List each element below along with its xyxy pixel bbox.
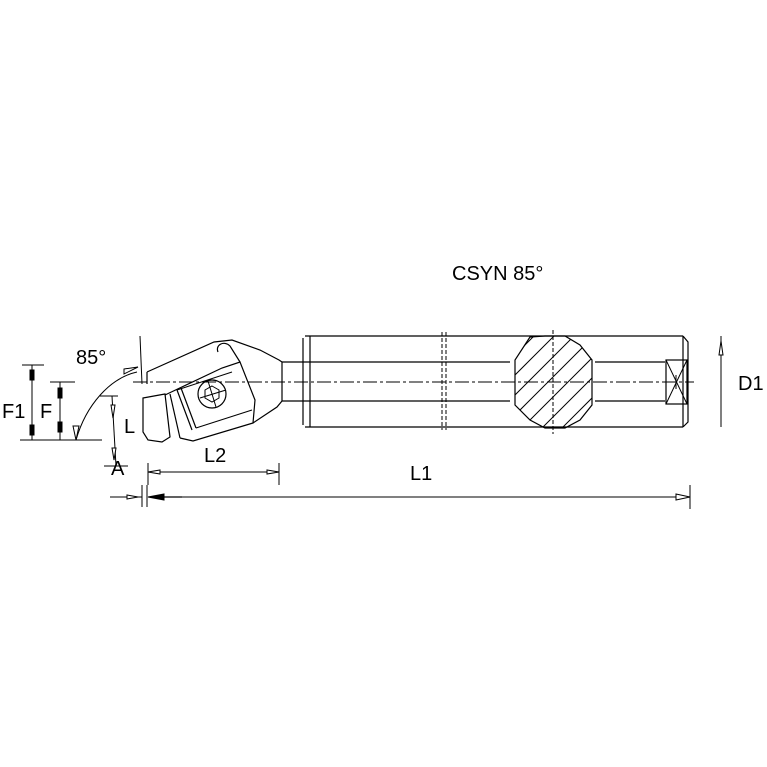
angle-label: 85° bbox=[76, 347, 106, 369]
f1-label: F1 bbox=[2, 401, 25, 423]
l-dimension: L bbox=[100, 395, 135, 467]
l2-label: L2 bbox=[204, 445, 226, 467]
drawing-title: CSYN 85° bbox=[452, 263, 543, 285]
cross-section bbox=[514, 330, 593, 434]
tool-head bbox=[142, 339, 283, 443]
l1-label: L1 bbox=[410, 463, 432, 485]
d1-dimension: D1 bbox=[718, 336, 764, 427]
f1-dimension: F1 bbox=[2, 364, 102, 441]
shank bbox=[281, 332, 689, 430]
angle-dimension: 85° bbox=[72, 335, 143, 441]
d1-label: D1 bbox=[738, 373, 764, 395]
l-label: L bbox=[124, 416, 135, 438]
a-label: A bbox=[111, 458, 125, 480]
l2-dimension: L2 bbox=[147, 445, 280, 485]
f-dimension: F bbox=[40, 381, 75, 440]
l1-dimension: L1 bbox=[147, 463, 691, 509]
a-dimension: A bbox=[110, 458, 148, 507]
f-label: F bbox=[40, 401, 52, 423]
